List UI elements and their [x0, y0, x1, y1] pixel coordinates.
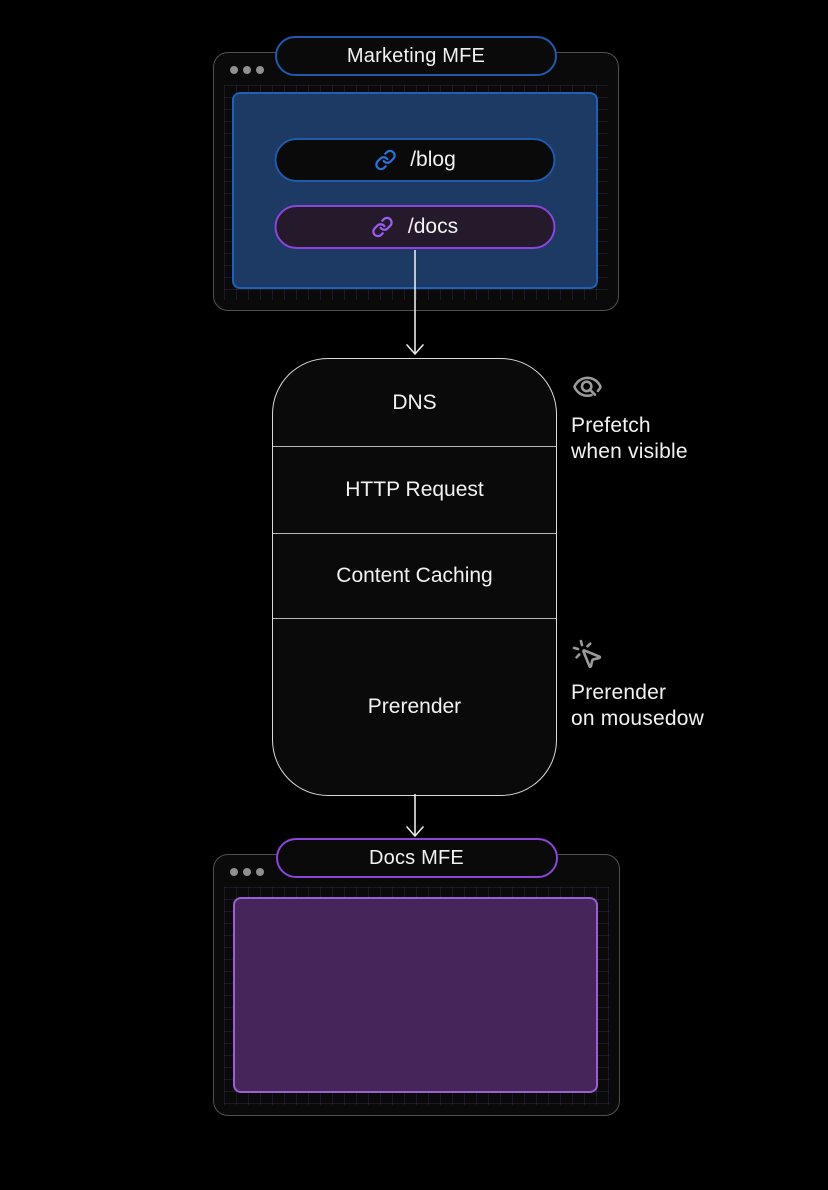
marketing-mfe-window: Marketing MFE /blog /docs [213, 36, 619, 311]
prerender-annotation-text: Prerender on mousedow [571, 680, 704, 732]
link-icon [372, 216, 394, 238]
blog-link[interactable]: /blog [274, 138, 556, 182]
eye-search-icon [573, 376, 602, 398]
window-dot [230, 868, 238, 876]
stage-prerender-label: Prerender [367, 695, 462, 718]
marketing-mfe-tab: Marketing MFE [275, 36, 557, 76]
stage-http-request: HTTP Request [273, 447, 556, 534]
stage-prerender: Prerender [273, 619, 556, 795]
flow-arrow-bottom [406, 794, 424, 837]
prefetch-line-1: Prefetch [571, 414, 651, 437]
window-dot [230, 66, 238, 74]
stage-content-caching-label: Content Caching [336, 564, 493, 587]
window-dot [243, 868, 251, 876]
window-dot [243, 66, 251, 74]
prerender-line-1: Prerender [571, 681, 667, 704]
window-dot [256, 66, 264, 74]
window-controls [230, 868, 264, 876]
link-icon [375, 149, 396, 171]
window-controls [230, 66, 264, 74]
prefetch-annotation-text: Prefetch when visible [571, 413, 688, 465]
marketing-mfe-title: Marketing MFE [346, 44, 486, 67]
prefetch-line-2: when visible [571, 440, 688, 463]
prerender-line-2: on mousedow [571, 707, 704, 730]
prerender-annotation: Prerender on mousedow [571, 638, 704, 732]
prefetch-annotation: Prefetch when visible [571, 371, 688, 465]
stage-dns-label: DNS [392, 390, 437, 414]
blog-link-label: /blog [410, 148, 456, 171]
stage-http-request-label: HTTP Request [345, 478, 484, 501]
docs-mfe-tab: Docs MFE [275, 838, 558, 878]
stage-content-caching: Content Caching [273, 534, 556, 619]
stage-dns: DNS [273, 359, 556, 447]
docs-mfe-title: Docs MFE [369, 846, 464, 869]
docs-content-panel [233, 897, 598, 1093]
docs-link[interactable]: /docs [274, 205, 556, 249]
docs-link-label: /docs [407, 215, 459, 238]
mouse-pointer-click-icon [572, 639, 602, 669]
window-dot [256, 868, 264, 876]
flow-arrow-top [406, 250, 424, 355]
docs-mfe-window: Docs MFE [213, 838, 620, 1116]
navigation-pipeline: DNS HTTP Request Content Caching Prerend… [272, 358, 557, 796]
